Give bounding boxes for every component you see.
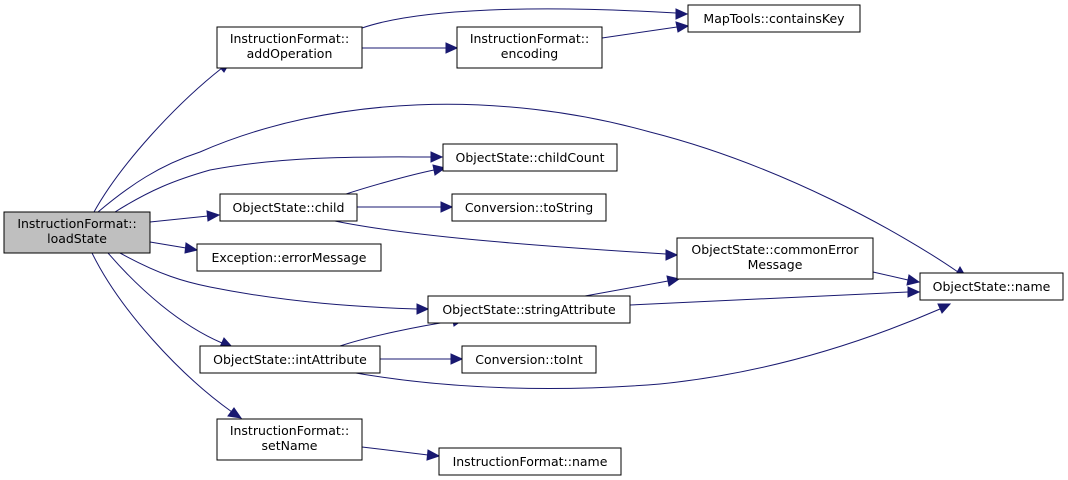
edge-addoperation-containskey (361, 8, 677, 29)
arrowhead (426, 449, 441, 461)
node-label-line1: Conversion::toString (465, 200, 593, 215)
edge-root-child (149, 215, 209, 223)
node-box (451, 193, 607, 222)
edges (91, 8, 969, 461)
node-addoperation[interactable]: InstructionFormat:: addOperation (216, 26, 363, 69)
edge-root-setname (91, 252, 233, 413)
node-label-line1: ObjectState::child (233, 200, 345, 215)
arrowhead (440, 201, 454, 213)
edge-root-addoperation (93, 67, 223, 213)
node-label-line1: Conversion::toInt (475, 352, 583, 367)
node-label-line1: InstructionFormat:: (230, 31, 349, 46)
node-box (216, 26, 363, 69)
node-toint[interactable]: Conversion::toInt (461, 345, 597, 374)
arrowhead (206, 210, 221, 222)
node-tostring[interactable]: Conversion::toString (451, 193, 607, 222)
arrowhead (906, 274, 921, 286)
arrowhead (416, 303, 430, 315)
edge-root-name (97, 103, 959, 273)
arrowhead (675, 8, 689, 20)
node-label-line1: InstructionFormat:: (230, 423, 349, 438)
arrowhead (450, 353, 464, 365)
node-label-line1: ObjectState::name (933, 279, 1051, 294)
node-label-line1: ObjectState::intAttribute (213, 352, 367, 367)
node-label-line2: setName (262, 438, 318, 453)
node-commonerrormessage[interactable]: ObjectState::commonError Message (676, 237, 874, 280)
edge-setname-ifname (361, 446, 429, 456)
node-label-line1: MapTools::containsKey (703, 11, 845, 26)
node-box (196, 243, 382, 272)
node-child[interactable]: ObjectState::child (219, 193, 358, 222)
arrowhead (665, 249, 679, 261)
node-label-line1: ObjectState::commonError (691, 242, 859, 257)
node-box (919, 272, 1064, 301)
edge-root-errormessage (149, 241, 187, 249)
node-instructionformat-name[interactable]: InstructionFormat::name (438, 447, 622, 476)
node-setname[interactable]: InstructionFormat:: setName (216, 418, 363, 461)
arrowhead (907, 286, 921, 298)
node-name[interactable]: ObjectState::name (919, 272, 1064, 301)
node-loadstate[interactable]: InstructionFormat:: loadState (3, 211, 151, 254)
node-label-line1: Exception::errorMessage (212, 250, 367, 265)
node-box (442, 143, 618, 172)
edge-intattribute-stringattribute (339, 320, 454, 347)
node-encoding[interactable]: InstructionFormat:: encoding (456, 26, 603, 69)
arrowhead (937, 303, 952, 314)
node-box (676, 237, 874, 280)
node-label-line1: InstructionFormat:: (470, 31, 589, 46)
arrowhead (666, 275, 681, 287)
node-box (219, 193, 358, 222)
node-box (456, 26, 603, 69)
node-label-line1: ObjectState::stringAttribute (442, 302, 616, 317)
node-label-line2: encoding (501, 46, 558, 61)
arrowhead (227, 407, 243, 419)
node-box (438, 447, 622, 476)
node-label-line1: InstructionFormat:: (17, 216, 136, 231)
edge-root-intattribute (107, 252, 223, 344)
edge-intattribute-name (349, 308, 941, 389)
node-box (461, 345, 597, 374)
node-label-line1: InstructionFormat::name (453, 454, 608, 469)
node-box (199, 345, 381, 374)
node-label-line2: loadState (47, 231, 107, 246)
arrowhead (445, 42, 459, 54)
edge-child-childcount (339, 169, 435, 197)
arrowhead (184, 242, 199, 254)
edge-stringattribute-commonerrormessage (584, 280, 669, 297)
nodes: InstructionFormat:: loadState Instructio… (3, 4, 1064, 476)
node-errormessage[interactable]: Exception::errorMessage (196, 243, 382, 272)
node-box (216, 418, 363, 461)
arrowhead (432, 164, 447, 176)
edge-encoding-containskey (601, 26, 678, 39)
node-box (3, 211, 151, 254)
edge-commonerrormessage-name (872, 271, 909, 281)
node-label-line2: addOperation (247, 46, 333, 61)
node-containskey[interactable]: MapTools::containsKey (687, 4, 861, 33)
node-label-line2: Message (748, 257, 803, 272)
node-intattribute[interactable]: ObjectState::intAttribute (199, 345, 381, 374)
node-box (427, 295, 631, 324)
arrowhead (430, 151, 444, 163)
edge-child-commonerrormessage (329, 219, 667, 255)
edge-stringattribute-name (629, 291, 909, 306)
node-label-line1: ObjectState::childCount (455, 150, 604, 165)
node-box (687, 4, 861, 33)
edge-root-childcount (114, 156, 433, 213)
edge-root-stringattribute (119, 252, 418, 310)
arrowhead (675, 21, 690, 33)
node-stringattribute[interactable]: ObjectState::stringAttribute (427, 295, 631, 324)
node-childcount[interactable]: ObjectState::childCount (442, 143, 618, 172)
